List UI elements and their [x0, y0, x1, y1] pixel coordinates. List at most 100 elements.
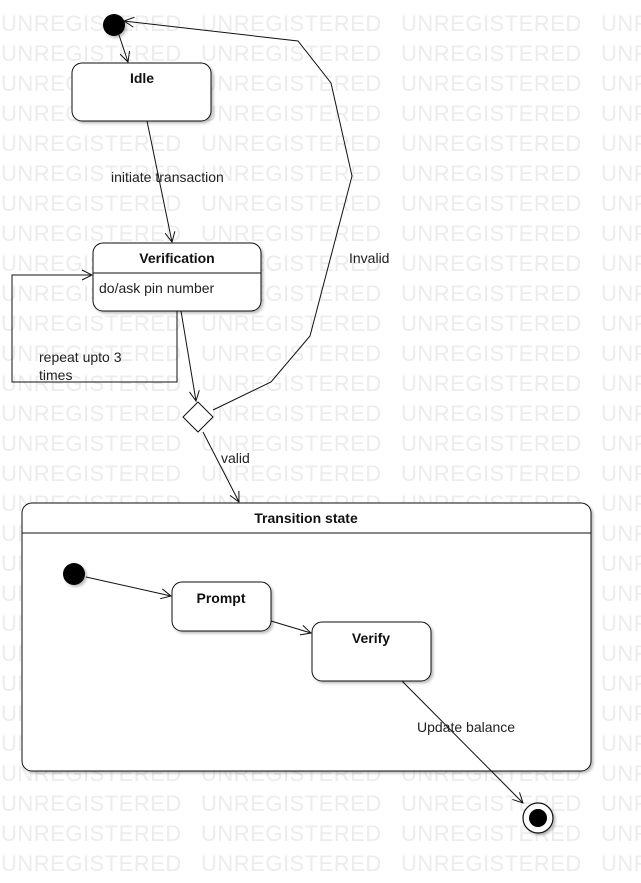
watermark-text: UNREGISTERED [601, 401, 641, 426]
watermark-text: UNREGISTERED [201, 131, 382, 156]
edge-label-valid: valid [221, 450, 250, 466]
watermark-text: UNREGISTERED [201, 851, 382, 876]
edge-verification-self-loop[interactable] [11, 275, 178, 383]
watermark-text: UNREGISTERED [601, 521, 641, 546]
watermark-text: UNREGISTERED [201, 41, 382, 66]
inner-initial-state-node[interactable] [63, 563, 85, 585]
watermark-text: UNREGISTERED [1, 221, 182, 246]
edge-verification-to-decision[interactable] [180, 310, 196, 401]
edge-verify-to-final[interactable] [401, 680, 523, 803]
watermark-text: UNREGISTERED [401, 371, 582, 396]
watermark-text: UNREGISTERED [1, 401, 182, 426]
watermark-text: UNREGISTERED [601, 641, 641, 666]
edge-initial-to-idle[interactable] [118, 34, 128, 62]
watermark-text: UNREGISTERED [201, 791, 382, 816]
watermark-text: UNREGISTERED [401, 461, 582, 486]
watermark-text: UNREGISTERED [201, 161, 382, 186]
watermark-text: UNREGISTERED [1, 851, 182, 876]
watermark-text: UNREGISTERED [601, 671, 641, 696]
watermark-text: UNREGISTERED [601, 101, 641, 126]
state-prompt[interactable]: Prompt [171, 581, 272, 632]
state-prompt-label: Prompt [197, 590, 246, 606]
watermark-text: UNREGISTERED [601, 311, 641, 336]
watermark-text: UNREGISTERED [601, 41, 641, 66]
watermark-text: UNREGISTERED [201, 401, 382, 426]
watermark-text: UNREGISTERED [401, 161, 582, 186]
decision-node[interactable] [182, 401, 214, 433]
watermark-text: UNREGISTERED [401, 131, 582, 156]
watermark-text: UNREGISTERED [601, 251, 641, 276]
watermark-text: UNREGISTERED [401, 281, 582, 306]
watermark-text: UNREGISTERED [401, 41, 582, 66]
state-composite-label: Transition state [254, 510, 358, 526]
watermark-text: UNREGISTERED [201, 311, 382, 336]
watermark-text: UNREGISTERED [1, 431, 182, 456]
watermark-text: UNREGISTERED [601, 431, 641, 456]
watermark-text: UNREGISTERED [1, 341, 182, 366]
watermark-text: UNREGISTERED [601, 131, 641, 156]
watermark-text: UNREGISTERED [401, 221, 582, 246]
watermark-text: UNREGISTERED [601, 731, 641, 756]
watermark-text: UNREGISTERED [401, 341, 582, 366]
watermark-text: UNREGISTERED [201, 341, 382, 366]
watermark-text: UNREGISTERED [601, 761, 641, 786]
watermark-text: UNREGISTERED [601, 701, 641, 726]
watermark-text: UNREGISTERED [1, 311, 182, 336]
watermark-text: UNREGISTERED [401, 71, 582, 96]
edge-label-repeat-line1: repeat upto 3 [39, 349, 122, 365]
watermark-text: UNREGISTERED [201, 431, 382, 456]
edge-label-invalid: Invalid [349, 250, 389, 266]
watermark-text: UNREGISTERED [601, 11, 641, 36]
watermark-text: UNREGISTERED [601, 581, 641, 606]
watermark-text: UNREGISTERED [1, 161, 182, 186]
watermark-text: UNREGISTERED [601, 341, 641, 366]
watermark-text: UNREGISTERED [401, 791, 582, 816]
watermark-text: UNREGISTERED [601, 611, 641, 636]
watermark-text: UNREGISTERED [601, 461, 641, 486]
edge-label-repeat-line2: times [39, 367, 72, 383]
watermark-text: UNREGISTERED [201, 821, 382, 846]
state-verification-label: Verification [139, 250, 214, 266]
watermark-text: UNREGISTERED [601, 71, 641, 96]
watermark-text: UNREGISTERED [401, 821, 582, 846]
watermark-text: UNREGISTERED [201, 71, 382, 96]
watermark-text: UNREGISTERED [601, 491, 641, 516]
watermark-text: UNREGISTERED [401, 851, 582, 876]
watermark-text: UNREGISTERED [401, 191, 582, 216]
watermark-text: UNREGISTERED [401, 11, 582, 36]
watermark-text: UNREGISTERED [1, 461, 182, 486]
edge-inner-initial-to-prompt[interactable] [85, 576, 171, 596]
watermark-text: UNREGISTERED [1, 131, 182, 156]
watermark-text: UNREGISTERED [601, 281, 641, 306]
watermark-text: UNREGISTERED [601, 191, 641, 216]
state-verify-label: Verify [352, 630, 390, 646]
edge-prompt-to-verify[interactable] [270, 620, 311, 633]
state-idle[interactable]: Idle [71, 62, 212, 122]
state-verify[interactable]: Verify [311, 621, 432, 682]
edge-decision-valid-to-composite[interactable] [202, 431, 239, 502]
watermark-text: UNREGISTERED [601, 551, 641, 576]
watermark-text: UNREGISTERED [401, 311, 582, 336]
watermark-text: UNREGISTERED [201, 371, 382, 396]
edge-label-initiate: initiate transaction [111, 169, 224, 185]
watermark-text: UNREGISTERED [201, 101, 382, 126]
state-verification[interactable]: Verification do/ask pin number [92, 242, 262, 312]
watermark-text: UNREGISTERED [201, 461, 382, 486]
watermark-text: UNREGISTERED [1, 41, 182, 66]
state-transition-composite[interactable]: Transition state [21, 502, 592, 772]
state-idle-label: Idle [130, 70, 154, 86]
final-state-node[interactable] [522, 802, 554, 834]
watermark-text: UNREGISTERED [601, 371, 641, 396]
edge-idle-to-verification[interactable] [146, 120, 172, 242]
watermark-text: UNREGISTERED [601, 161, 641, 186]
watermark-text: UNREGISTERED [1, 11, 182, 36]
initial-state-node[interactable] [103, 14, 125, 36]
watermark-text: UNREGISTERED [401, 401, 582, 426]
watermark-text: UNREGISTERED [1, 791, 182, 816]
edge-decision-invalid-to-initial[interactable] [124, 21, 353, 411]
watermark-text: UNREGISTERED [401, 431, 582, 456]
watermark-text: UNREGISTERED [1, 371, 182, 396]
watermark-text: UNREGISTERED [401, 101, 582, 126]
state-verification-activity: do/ask pin number [99, 280, 215, 296]
